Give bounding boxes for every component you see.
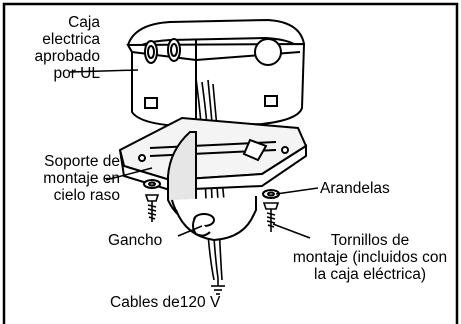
- hook-assembly: [167, 131, 257, 242]
- label-line: montaje (incluidos con: [292, 249, 448, 266]
- label-ceiling-bracket: Soporte de montaje en cielo raso: [8, 153, 120, 204]
- label-cables: Cables de120 V: [110, 294, 221, 311]
- label-line: montaje en: [43, 170, 120, 187]
- label-mounting-screws: Tornillos de montaje (incluidos con la c…: [282, 232, 458, 283]
- label-line: Tornillos de: [330, 232, 410, 249]
- ground-symbol: [211, 278, 225, 295]
- ceiling-bracket: [118, 116, 308, 192]
- label-line: electrica: [42, 31, 100, 48]
- label-hook: Gancho: [108, 232, 163, 249]
- label-line: cielo raso: [53, 187, 120, 204]
- leader-screws: [272, 223, 311, 239]
- label-line: Soporte de: [44, 153, 120, 170]
- leader-hook: [177, 225, 203, 237]
- leader-washers: [275, 187, 319, 195]
- label-line: Caja: [68, 14, 100, 31]
- label-electrical-box: Caja electrica aprobado por UL: [8, 14, 100, 82]
- leader-lines: [69, 69, 319, 239]
- label-washers: Arandelas: [320, 180, 390, 197]
- washers: [143, 179, 280, 199]
- leader-box: [69, 69, 139, 73]
- label-line: por UL: [53, 65, 100, 82]
- label-line: aprobado: [34, 48, 100, 65]
- mounting-screws: [144, 194, 280, 232]
- leader-bracket: [105, 167, 153, 181]
- label-line: la caja eléctrica): [314, 266, 426, 283]
